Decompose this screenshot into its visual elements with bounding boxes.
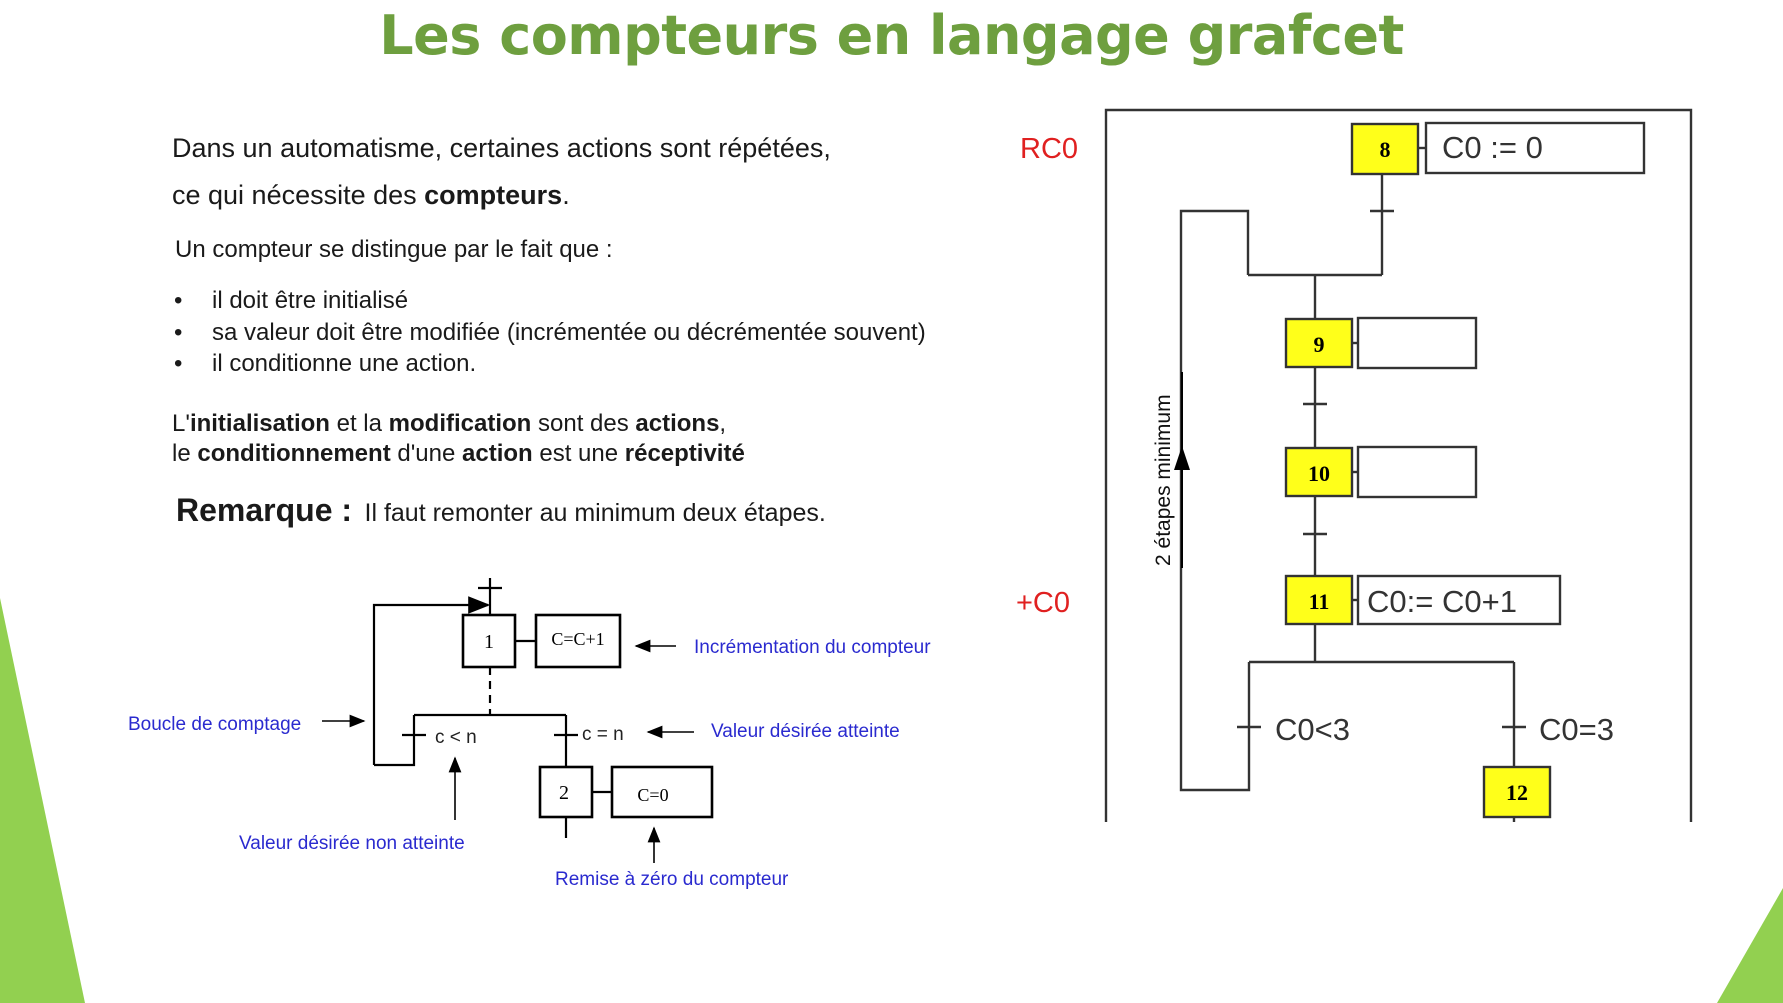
diagram-frame	[1104, 108, 1693, 822]
definition-line-2: le conditionnement d'une action est une …	[172, 440, 745, 468]
def-text: et la	[329, 410, 389, 437]
step-8-box	[1350, 122, 1420, 176]
page-title: Les compteurs en langage grafcet	[379, 4, 1404, 67]
action-8-box	[1424, 121, 1646, 175]
remark-title: Remarque :	[176, 492, 353, 528]
action-2-text: C=0	[637, 785, 668, 805]
remark: Remarque : Il faut remonter au minimum d…	[176, 492, 826, 529]
note-not-reached: Valeur désirée non atteinte	[239, 833, 465, 854]
left-green-triangle	[0, 598, 85, 1003]
distinction-text: Un compteur se distingue par le fait que…	[175, 236, 613, 263]
step-2-number: 2	[559, 782, 569, 804]
step-8-number: 8	[1380, 137, 1391, 162]
counter-grafcet-example: 8 9 10 11 12 C0 := 0 C0:= C0+1 C0<3 C0=3…	[1016, 108, 1693, 822]
step-11-number: 11	[1309, 589, 1330, 614]
step-10-number: 10	[1308, 461, 1330, 486]
condition-c0-less-3: C0<3	[1275, 712, 1350, 747]
action-11-text: C0:= C0+1	[1367, 584, 1517, 619]
intro-line-2-bold: compteurs	[424, 180, 563, 210]
loop-back-link	[372, 596, 491, 765]
step-10-box	[1284, 446, 1354, 498]
loop-branch	[374, 715, 416, 767]
note-reached: Valeur désirée atteinte	[711, 721, 900, 742]
min-steps-label: 2 étapes minimum	[1152, 394, 1175, 566]
def-text: ,	[719, 410, 727, 437]
action-2-box	[610, 765, 714, 819]
def-bold: réceptivité	[624, 440, 745, 467]
action-8-text: C0 := 0	[1442, 130, 1543, 165]
bullet-list: il doit être initialisé sa valeur doit ê…	[172, 286, 926, 378]
plus-c0-label: +C0	[1016, 587, 1070, 619]
rc0-label: RC0	[1020, 133, 1078, 165]
def-bold: conditionnement	[197, 440, 391, 467]
action-10-box	[1356, 445, 1478, 499]
action-11-box	[1356, 574, 1562, 626]
def-bold: initialisation	[189, 410, 330, 437]
definition-line-1: L'initialisation et la modification sont…	[172, 410, 726, 438]
def-text: le	[172, 440, 198, 467]
remark-text: Il faut remonter au minimum deux étapes.	[364, 499, 826, 527]
right-green-triangle	[1717, 888, 1783, 1003]
intro-line-1: Dans un automatisme, certaines actions s…	[172, 133, 831, 163]
def-bold: action	[462, 440, 533, 467]
bullet-item: il doit être initialisé	[172, 286, 926, 316]
intro-line-2: ce qui nécessite des compteurs.	[172, 180, 570, 211]
step-11-box	[1284, 574, 1354, 626]
note-increment: Incrémentation du compteur	[694, 637, 931, 658]
def-text: est une	[532, 440, 625, 467]
transition-c-less-n-label: c < n	[435, 727, 477, 748]
action-1-text: C=C+1	[551, 629, 604, 649]
counter-loop-diagram: 1 C=C+1 2 C=0 c < n c = n Incrémentation…	[128, 578, 931, 890]
bullet-item: il conditionne une action.	[172, 350, 926, 378]
step-1-number: 1	[484, 631, 494, 653]
transition-c-equal-n-label: c = n	[582, 724, 624, 745]
def-bold: modification	[388, 410, 532, 437]
def-text: sont des	[531, 410, 636, 437]
step-9-number: 9	[1314, 332, 1325, 357]
action-1-box	[534, 613, 622, 669]
action-9-box	[1356, 316, 1478, 370]
bullet-item: sa valeur doit être modifiée (incrémenté…	[172, 316, 926, 350]
condition-c0-equal-3: C0=3	[1539, 712, 1614, 747]
def-text: d'une	[390, 440, 462, 467]
intro-line-2-suffix: .	[562, 180, 570, 210]
note-loop: Boucle de comptage	[128, 714, 301, 735]
note-reset: Remise à zéro du compteur	[555, 869, 789, 890]
step-12-number: 12	[1506, 780, 1528, 805]
step-12-box	[1482, 765, 1552, 819]
def-bold: actions	[635, 410, 720, 437]
min-steps-arrowhead	[1174, 446, 1190, 470]
def-text: L'	[172, 410, 190, 437]
loop-return-link	[1179, 209, 1251, 792]
intro-line-2-prefix: ce qui nécessite des	[172, 180, 425, 210]
